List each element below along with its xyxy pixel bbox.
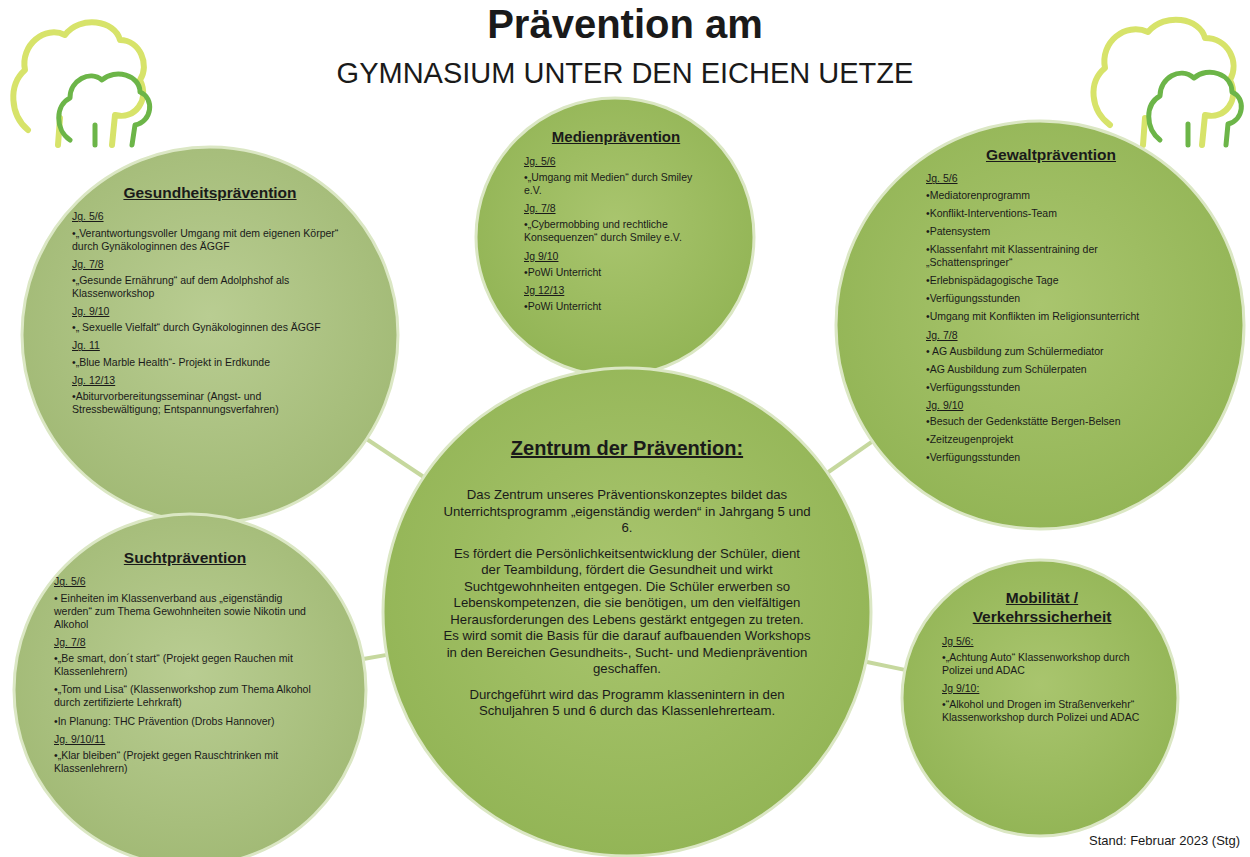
grade-label: Jg 5/6: — [942, 635, 1142, 648]
circle-outline — [902, 560, 1178, 836]
grade-label: Jg. 11 — [72, 339, 348, 352]
bullet-item: •Verfügungsstunden — [926, 381, 1176, 394]
grade-label: Jg. 5/6 — [54, 575, 316, 588]
bullet-item: •“Alkohol und Drogen im Straßenverkehr“ … — [942, 698, 1142, 724]
grade-label: Jg. 7/8 — [72, 258, 348, 271]
grade-label: Jg 12/13 — [524, 284, 708, 297]
bullet-item: •„Be smart, don´t start“ (Projekt gegen … — [54, 652, 316, 678]
bullet-item: •„Gesunde Ernährung“ auf dem Adolphshof … — [72, 274, 348, 300]
grade-label: Jg. 12/13 — [72, 374, 348, 387]
body-paragraph: Es fördert die Persönlichkeitsentwicklun… — [443, 546, 811, 678]
bullet-item: •Verfügungsstunden — [926, 451, 1176, 464]
topic-circle: SuchtpräventionJg. 5/6 • Einheiten im Kla… — [12, 512, 368, 857]
grade-label: Jg. 7/8 — [54, 636, 316, 649]
grade-label: Jg 9/10 — [524, 250, 708, 263]
connector-line — [827, 441, 872, 472]
circle-shape — [20, 145, 400, 525]
bullet-item: •Verfügungsstunden — [926, 292, 1176, 305]
bullet-item: •Konflikt-Interventions-Team — [926, 207, 1176, 220]
topic-circle: Mobilität / Verkehrssicherheit Jg 5/6: •„A… — [900, 558, 1180, 838]
bullet-item: • AG Ausbildung zum Schülermediator — [926, 345, 1176, 358]
bullet-item: •Mediatorenprogramm — [926, 189, 1176, 202]
bullet-item: •Patensystem — [926, 225, 1176, 238]
circle-heading: Medienprävention — [524, 128, 708, 147]
bullet-item: •„Umgang mit Medien“ durch Smiley e.V. — [524, 171, 708, 197]
connector-line — [363, 655, 387, 659]
grade-label: Jg. 9/10/11 — [54, 733, 316, 746]
bullet-item: •PoWi Unterricht — [524, 300, 708, 313]
bullet-item: •„Blue Marble Health“- Projekt in Erdkun… — [72, 356, 348, 369]
grade-label: Jg. 5/6 — [524, 155, 708, 168]
grade-label: Jg 9/10: — [942, 682, 1142, 695]
bullet-item: •Zeitzeugenprojekt — [926, 433, 1176, 446]
bullet-item: •Erlebnispädagogische Tage — [926, 274, 1176, 287]
circle-shape — [834, 119, 1246, 531]
page-subtitle: GYMNASIUM UNTER DEN EICHEN UETZE — [0, 55, 1250, 91]
bullet-item: •„Achtung Auto“ Klassenworkshop durch Po… — [942, 651, 1142, 677]
circle-outline — [383, 368, 871, 856]
circle-heading: Gesundheitsprävention — [72, 183, 348, 202]
topic-circle: Zentrum der Prävention: Das Zentrum unser… — [381, 366, 873, 857]
circle-content: Mobilität / Verkehrssicherheit Jg 5/6: •„A… — [942, 588, 1142, 730]
grade-label: Jg. 7/8 — [926, 329, 1176, 342]
connector-line — [367, 439, 424, 477]
grade-label: Jg. 5/6 — [72, 210, 348, 223]
body-paragraph: Durchgeführt wird das Programm klassenin… — [443, 687, 811, 720]
bullet-item: •„ Sexuelle Vielfalt“ durch Gynäkologinn… — [72, 321, 348, 334]
page-title: Prävention am — [0, 2, 1250, 47]
circle-content: Zentrum der Prävention: Das Zentrum unser… — [443, 436, 811, 729]
circle-heading: Mobilität / Verkehrssicherheit — [942, 588, 1142, 627]
circle-heading: Suchtprävention — [54, 548, 316, 567]
bullet-item: • Einheiten im Klassenverband aus „eigen… — [54, 592, 316, 631]
body-paragraph: Das Zentrum unseres Präventionskonzeptes… — [443, 487, 811, 537]
circle-outline — [476, 98, 754, 376]
bullet-item: •„Klar bleiben“ (Projekt gegen Rauschtri… — [54, 749, 316, 775]
circle-heading: Zentrum der Prävention: — [443, 436, 811, 461]
tree-left — [13, 22, 149, 145]
circle-content: GesundheitspräventionJg. 5/6 •„Verantwort… — [72, 183, 348, 421]
circle-heading: Gewaltprävention — [926, 145, 1176, 164]
bullet-item: •In Planung: THC Prävention (Drobs Hanno… — [54, 715, 316, 728]
bullet-item: •„Tom und Lisa“ (Klassenworkshop zum The… — [54, 683, 316, 709]
topic-circle: MedienpräventionJg. 5/6 •„Umgang mit Medi… — [474, 96, 756, 378]
bullet-item: •Besuch der Gedenkstätte Bergen-Belsen — [926, 415, 1176, 428]
bullet-item: •AG Ausbildung zum Schülerpaten — [926, 363, 1176, 376]
circle-outline — [14, 514, 366, 857]
topic-circle: GesundheitspräventionJg. 5/6 •„Verantwort… — [20, 145, 400, 525]
circle-outline — [836, 121, 1244, 529]
bullet-item: •Umgang mit Konflikten im Religionsunter… — [926, 310, 1176, 323]
connector-line — [866, 662, 905, 670]
circle-content: GewaltpräventionJg. 5/6 •Mediatorenprogra… — [926, 145, 1176, 470]
bullet-item: •„Verantwortungsvoller Umgang mit dem ei… — [72, 227, 348, 253]
bullet-item: •PoWi Unterricht — [524, 266, 708, 279]
bullet-item: •Klassenfahrt mit Klassentraining der „S… — [926, 243, 1176, 269]
grade-label: Jg. 9/10 — [926, 399, 1176, 412]
topic-circle: GewaltpräventionJg. 5/6 •Mediatorenprogra… — [834, 119, 1246, 531]
grade-label: Jg. 5/6 — [926, 172, 1176, 185]
circle-content: MedienpräventionJg. 5/6 •„Umgang mit Medi… — [524, 128, 708, 318]
grade-label: Jg. 7/8 — [524, 202, 708, 215]
grade-label: Jg. 9/10 — [72, 305, 348, 318]
bullet-item: •„Cybermobbing und rechtliche Konsequenz… — [524, 218, 708, 244]
tree-right — [1094, 20, 1242, 145]
circle-content: SuchtpräventionJg. 5/6 • Einheiten im Kla… — [54, 548, 316, 780]
circle-outline — [22, 147, 398, 523]
bullet-item: •Abiturvorbereitungsseminar (Angst- und … — [72, 390, 348, 416]
